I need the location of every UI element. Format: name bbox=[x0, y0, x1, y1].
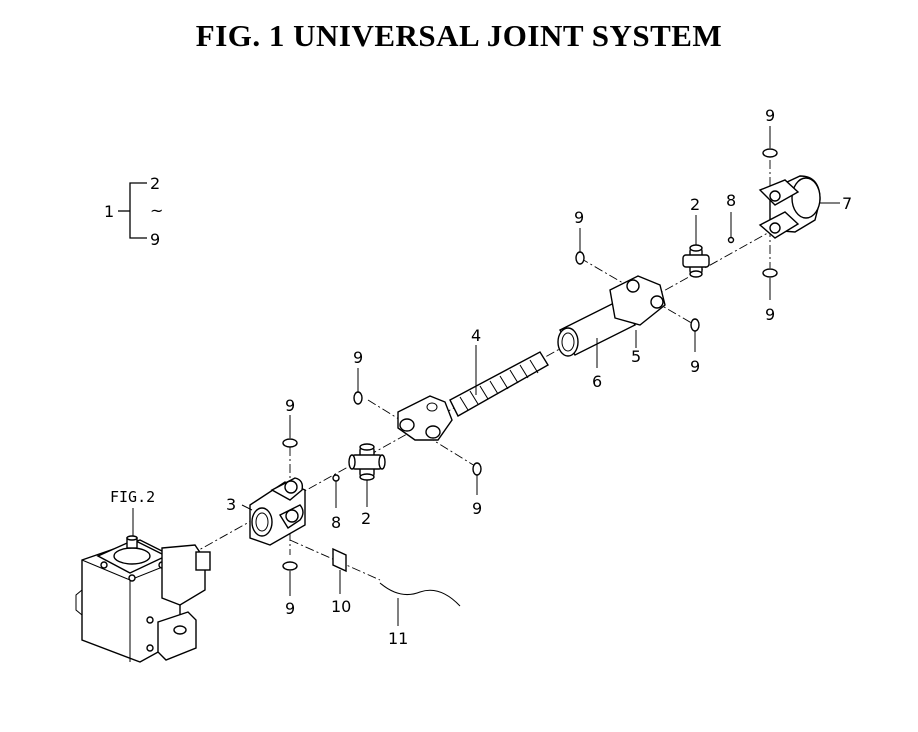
part-2-cross-left bbox=[348, 443, 386, 507]
part-2-cross-right bbox=[682, 215, 710, 278]
part-5-yoke bbox=[579, 257, 696, 348]
callout-5: 5 bbox=[631, 347, 641, 366]
callout-labels: 9 7 9 8 2 9 9 5 6 4 9 9 2 8 3 9 9 10 11 bbox=[226, 106, 852, 648]
steering-gear-box: FIG.2 bbox=[75, 488, 211, 663]
part-4-yoke-shaft bbox=[367, 345, 549, 467]
callout-9: 9 bbox=[285, 599, 295, 618]
kit-first-label: 2 bbox=[150, 174, 160, 193]
part-3-yoke bbox=[241, 447, 306, 555]
callout-2: 2 bbox=[361, 509, 371, 528]
page-title: FIG. 1 UNIVERSAL JOINT SYSTEM bbox=[195, 18, 723, 53]
fig2-reference-label: FIG.2 bbox=[110, 488, 155, 506]
kit-last-label: 9 bbox=[150, 230, 160, 249]
callout-6: 6 bbox=[592, 372, 602, 391]
callout-2: 2 bbox=[690, 195, 700, 214]
callout-8: 8 bbox=[726, 191, 736, 210]
part-8-grease-fitting-left bbox=[332, 474, 340, 508]
callout-4: 4 bbox=[471, 326, 481, 345]
kit-range-tilde: ~ bbox=[150, 201, 163, 220]
callout-3: 3 bbox=[226, 495, 236, 514]
callout-9: 9 bbox=[285, 396, 295, 415]
callout-9: 9 bbox=[353, 348, 363, 367]
callout-8: 8 bbox=[331, 513, 341, 532]
callout-10: 10 bbox=[331, 597, 351, 616]
part-9-snap-rings bbox=[282, 126, 778, 596]
callout-7: 7 bbox=[842, 194, 852, 213]
callout-9: 9 bbox=[690, 357, 700, 376]
part-10-pin bbox=[289, 539, 381, 594]
callout-9: 9 bbox=[472, 499, 482, 518]
callout-9: 9 bbox=[765, 106, 775, 125]
part-7-yoke-flange bbox=[758, 160, 840, 268]
callout-9: 9 bbox=[574, 208, 584, 227]
part-8-grease-fitting-right bbox=[727, 212, 735, 244]
kit-main-label: 1 bbox=[104, 202, 114, 221]
part-11-leader bbox=[379, 582, 461, 626]
callout-11: 11 bbox=[388, 629, 408, 648]
callout-9: 9 bbox=[765, 305, 775, 324]
kit-bracket: 1 2 ~ 9 bbox=[104, 174, 163, 249]
